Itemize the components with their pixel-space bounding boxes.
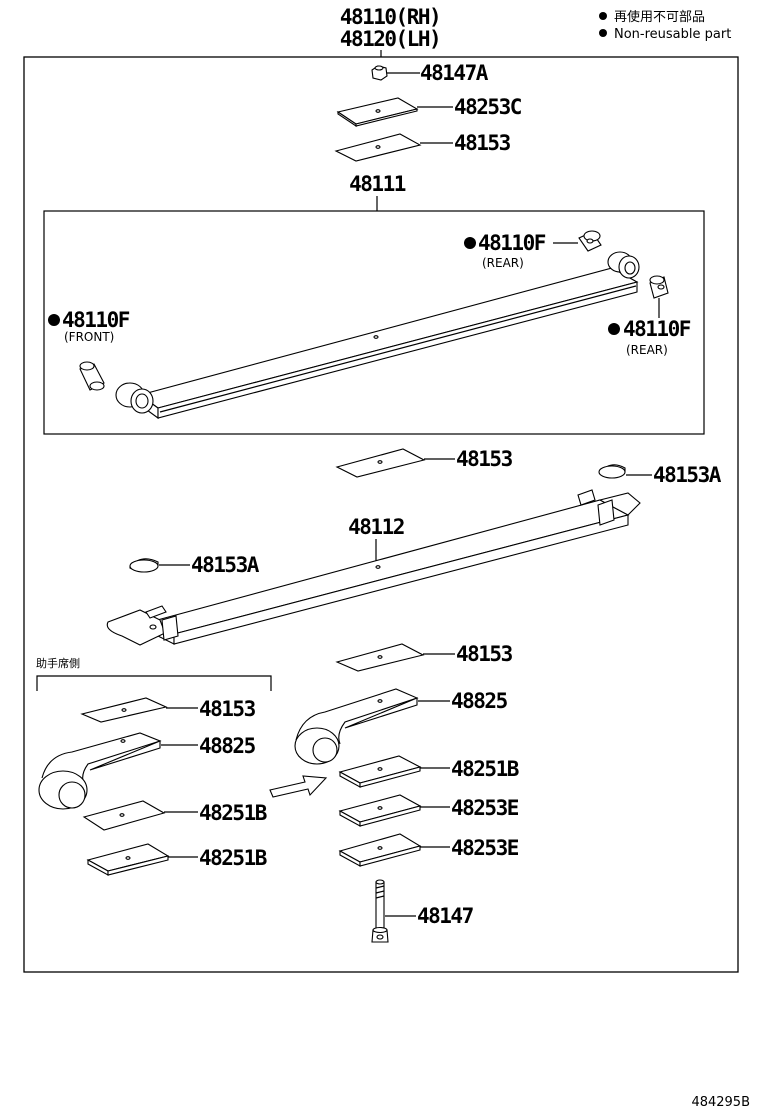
label-front: (FRONT) <box>64 330 114 344</box>
outer-frame <box>23 56 739 973</box>
label-48251B-right: 48251B <box>451 757 519 781</box>
label-48112: 48112 <box>348 515 404 539</box>
bracket-48825-left <box>38 732 162 810</box>
label-48153A-right: 48153A <box>653 463 722 487</box>
plate-48253C <box>336 97 419 128</box>
bushing-rear-top <box>578 230 602 252</box>
label-48251B-left-1: 48251B <box>199 801 267 825</box>
plate-48153-mid <box>335 448 426 478</box>
bushing-front <box>79 361 105 391</box>
label-48110F-rear-right: 48110F <box>623 317 691 341</box>
plate-48253E-1 <box>338 794 422 827</box>
label-48111: 48111 <box>349 172 406 196</box>
plate-48251B-left-1 <box>82 800 166 831</box>
leaf-spring-48112 <box>106 489 641 646</box>
assembly-lh-label: 48120(LH) <box>340 27 440 51</box>
assembly-rh-label: 48110(RH) <box>340 5 440 29</box>
plate-48251B-left-2 <box>86 843 170 876</box>
non-reusable-dot-icon <box>608 323 620 335</box>
label-48253C: 48253C <box>454 95 522 119</box>
label-48825-left: 48825 <box>199 734 256 758</box>
label-48153-top: 48153 <box>454 131 511 155</box>
plate-48153-lower-left <box>80 697 168 723</box>
pad-48153A-right <box>598 464 626 479</box>
label-48147: 48147 <box>417 904 474 928</box>
label-48251B-left-2: 48251B <box>199 846 267 870</box>
non-reusable-dot-icon <box>464 237 476 249</box>
legend-japanese: 再使用不可部品 <box>614 9 705 25</box>
passenger-side-bracket <box>36 675 272 691</box>
plate-48251B-right <box>338 755 422 788</box>
label-48110F-front: 48110F <box>62 308 130 332</box>
label-48153-lower-right: 48153 <box>456 642 513 666</box>
label-48253E-2: 48253E <box>451 836 519 860</box>
label-48153-lower-left: 48153 <box>199 697 256 721</box>
legend-english: Non-reusable part <box>614 27 731 42</box>
plate-48153-top <box>334 133 422 162</box>
label-passenger-side: 助手席側 <box>36 656 80 670</box>
non-reusable-dot-icon <box>48 314 60 326</box>
bolt-48147 <box>371 879 389 943</box>
non-reusable-dot-icon <box>599 29 607 37</box>
nut-48147A <box>371 65 388 81</box>
diagram-code: 484295B <box>691 1095 750 1110</box>
bushing-rear-right <box>649 275 669 299</box>
label-48153-mid: 48153 <box>456 447 513 471</box>
plate-48153-lower-right <box>335 643 425 672</box>
spring-assembly-box <box>43 210 705 435</box>
bracket-48825-right <box>294 688 419 765</box>
label-48110F-rear-top: 48110F <box>478 231 546 255</box>
non-reusable-dot-icon <box>599 12 607 20</box>
direction-arrow-icon <box>269 775 328 798</box>
pad-48153A-left <box>129 558 159 573</box>
label-48153A-left: 48153A <box>191 553 260 577</box>
label-rear-right: (REAR) <box>626 343 668 357</box>
plate-48253E-2 <box>338 833 422 867</box>
label-48253E-1: 48253E <box>451 796 519 820</box>
label-48825-right: 48825 <box>451 689 508 713</box>
leaf-spring-48111 <box>115 251 640 420</box>
label-rear-top: (REAR) <box>482 256 524 270</box>
label-48147A: 48147A <box>420 61 489 85</box>
